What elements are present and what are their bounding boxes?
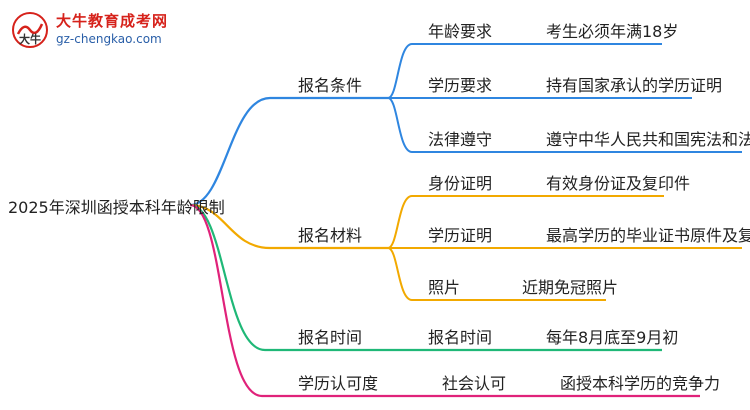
- connector-time: [189, 203, 662, 352]
- item-social-recognition: 社会认可: [442, 374, 507, 393]
- branch-materials: 报名材料: [298, 226, 363, 245]
- value-legal-compliance: 遵守中华人民共和国宪法和法律: [546, 130, 750, 149]
- branch-recognition: 学历认可度: [298, 374, 379, 393]
- branch-conditions: 报名条件: [298, 76, 363, 95]
- item-education-requirement: 学历要求: [428, 76, 493, 95]
- value-social-recognition: 函授本科学历的竞争力: [560, 374, 721, 393]
- value-photo: 近期免冠照片: [522, 278, 619, 297]
- connector-conditions: [189, 96, 388, 207]
- branch-time: 报名时间: [298, 328, 363, 347]
- connector-id: [387, 195, 500, 249]
- value-id-proof: 有效身份证及复印件: [546, 174, 691, 193]
- item-education-certificate: 学历证明: [428, 226, 493, 245]
- value-education-certificate: 最高学历的毕业证书原件及复印件: [546, 226, 750, 245]
- logo-mark-icon: 大牛: [12, 12, 48, 48]
- item-legal-compliance: 法律遵守: [428, 130, 493, 149]
- logo-url: gz-chengkao.com: [56, 32, 162, 46]
- logo-title: 大牛教育成考网: [56, 12, 169, 30]
- connector-photo: [387, 247, 500, 301]
- value-education-requirement: 持有国家承认的学历证明: [546, 76, 723, 95]
- connector-materials: [189, 203, 388, 250]
- connector-law: [387, 97, 500, 153]
- root-topic: 2025年深圳函授本科年龄限制: [8, 198, 225, 217]
- item-photo: 照片: [428, 278, 461, 297]
- site-logo[interactable]: 大牛 大牛教育成考网 gz-chengkao.com: [6, 4, 186, 54]
- value-age-requirement: 考生必须年满18岁: [546, 22, 679, 41]
- item-age-requirement: 年龄要求: [428, 22, 493, 41]
- value-registration-time: 每年8月底至9月初: [546, 328, 679, 347]
- svg-text:大牛: 大牛: [19, 32, 41, 46]
- item-id-proof: 身份证明: [428, 174, 493, 193]
- item-registration-time: 报名时间: [428, 328, 493, 347]
- connector-age: [387, 43, 500, 99]
- connector-recognition: [189, 203, 700, 398]
